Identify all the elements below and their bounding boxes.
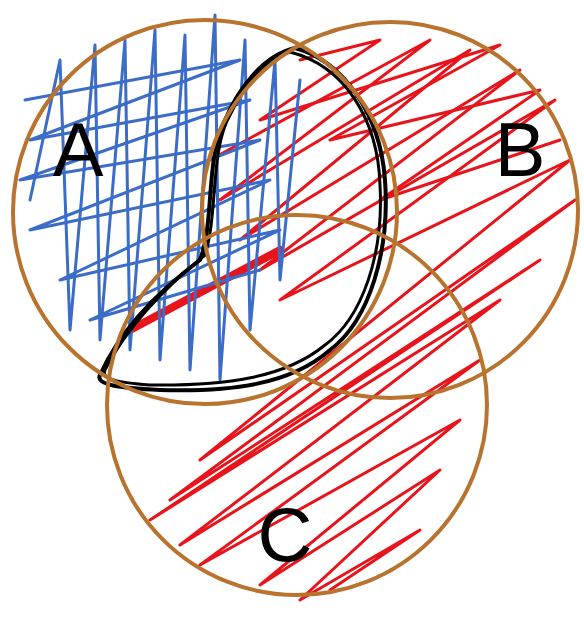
- venn-circle: A: [11, 18, 399, 406]
- set-label: A: [53, 112, 104, 188]
- set-label: C: [258, 497, 313, 573]
- blue-shading: [20, 60, 280, 320]
- red-shading: [260, 40, 560, 200]
- venn-circle: C: [105, 213, 489, 597]
- venn-circle: B: [200, 20, 580, 400]
- set-label: B: [495, 112, 546, 188]
- circle-outline: [200, 20, 580, 400]
- circle-outline: [11, 18, 399, 406]
